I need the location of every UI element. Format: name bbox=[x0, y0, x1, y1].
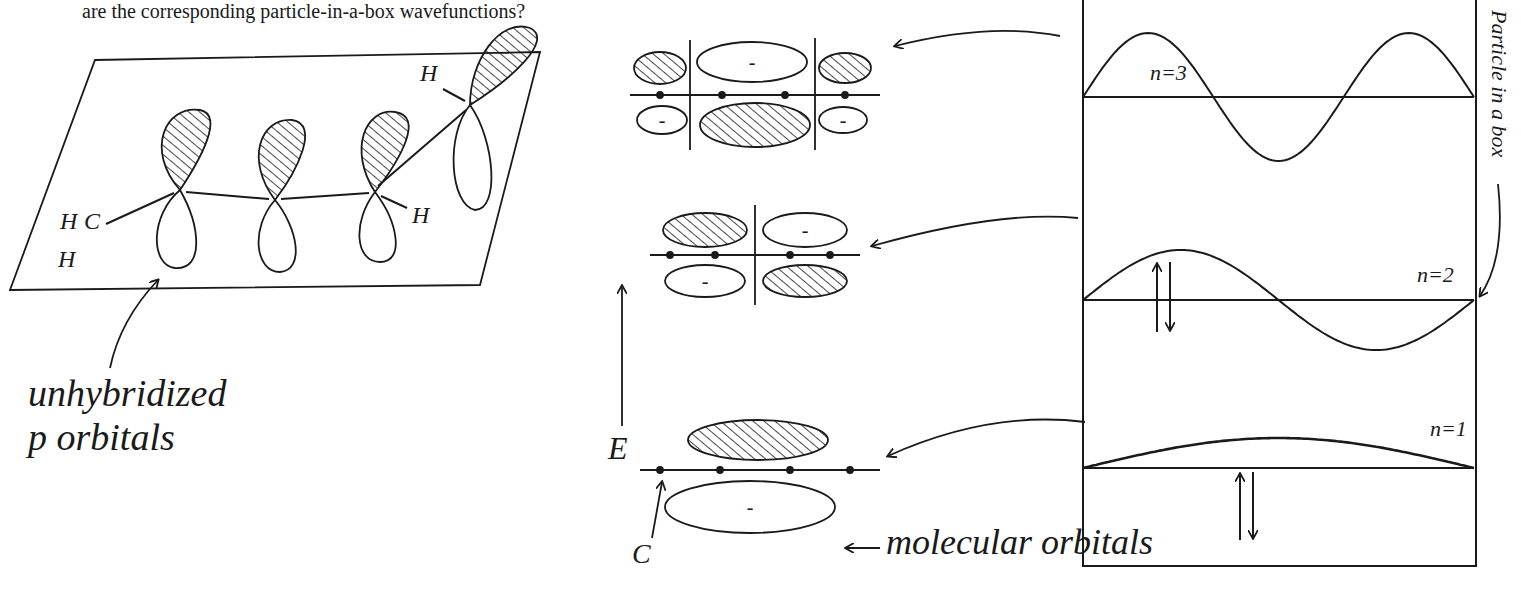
mo-bonding bbox=[688, 420, 828, 460]
molecule-bonds bbox=[378, 110, 466, 186]
quantum-number: n=1 bbox=[1430, 416, 1467, 441]
mo-bonding bbox=[640, 420, 880, 533]
p-orbital-lobes bbox=[157, 27, 537, 272]
atom-label: C bbox=[632, 538, 651, 570]
particle-box: n=3 n=2 n=1 bbox=[1082, 0, 1477, 567]
mo-antibonding bbox=[719, 92, 725, 98]
phase-sign: - bbox=[659, 109, 666, 132]
mo-bonding bbox=[847, 467, 853, 473]
mo-bonding bbox=[665, 481, 835, 533]
mo-antibonding bbox=[819, 53, 871, 83]
box-wavefunctions bbox=[1083, 250, 1474, 350]
box-title: Particle in a box bbox=[1487, 10, 1512, 157]
phase-sign: - bbox=[840, 109, 847, 132]
p-orbital-lobes bbox=[470, 27, 537, 105]
question-text: are the corresponding particle-in-a-box … bbox=[82, 0, 525, 23]
mo-note: molecular orbitals bbox=[886, 522, 1153, 563]
electron-spins bbox=[1157, 262, 1253, 540]
atom-label: H bbox=[58, 246, 75, 274]
box-wavefunctions bbox=[1083, 33, 1474, 468]
box-wavefunctions bbox=[1083, 438, 1474, 468]
atom-label: H bbox=[420, 60, 437, 88]
mo-nonbonding bbox=[763, 265, 847, 297]
atom-label: H bbox=[412, 202, 429, 230]
electron-spins bbox=[1239, 474, 1241, 540]
mo-nonbonding bbox=[665, 265, 745, 297]
leader-arrows bbox=[621, 286, 623, 426]
electron-spins bbox=[1169, 262, 1171, 330]
mo-nonbonding bbox=[650, 205, 860, 305]
p-orbital-lobes bbox=[157, 190, 196, 268]
molecule-bonds bbox=[106, 193, 174, 224]
mo-antibonding bbox=[814, 38, 816, 150]
p-orbital-lobes bbox=[259, 120, 305, 200]
mo-nonbonding bbox=[667, 252, 673, 258]
phase-sign: - bbox=[747, 496, 754, 519]
molecule-bonds bbox=[281, 193, 369, 199]
quantum-number: n=2 bbox=[1417, 262, 1454, 287]
leader-arrows bbox=[1480, 184, 1500, 296]
mo-bonding bbox=[787, 467, 793, 473]
electron-spins bbox=[1252, 472, 1254, 538]
leader-arrows bbox=[110, 31, 1500, 548]
mo-nonbonding bbox=[754, 205, 756, 305]
mo-antibonding bbox=[842, 92, 848, 98]
box-wavefunctions bbox=[1083, 467, 1474, 469]
quantum-number: n=3 bbox=[1150, 60, 1187, 85]
mo-nonbonding bbox=[827, 252, 833, 258]
phase-sign: - bbox=[749, 51, 756, 74]
leader-arrows bbox=[110, 280, 158, 368]
molecule-bonds bbox=[186, 192, 269, 199]
phase-sign: - bbox=[802, 219, 809, 242]
mo-bonding bbox=[640, 469, 880, 471]
mo-antibonding bbox=[782, 92, 788, 98]
mo-nonbonding bbox=[663, 213, 747, 247]
leader-arrows bbox=[652, 482, 662, 538]
atom-label: H bbox=[60, 208, 77, 236]
electron-spins bbox=[1156, 264, 1158, 332]
leader-arrows bbox=[846, 547, 880, 549]
molecule-bonds bbox=[381, 196, 407, 208]
leader-arrows bbox=[895, 31, 1060, 46]
mo-antibonding bbox=[634, 52, 686, 84]
molecule-bonds bbox=[443, 89, 465, 101]
mo-antibonding bbox=[819, 107, 867, 133]
energy-axis-label: E bbox=[608, 430, 628, 467]
p-orbital-lobes bbox=[162, 110, 211, 190]
leader-arrows bbox=[888, 420, 1085, 456]
phase-sign: - bbox=[702, 270, 709, 293]
mo-nonbonding bbox=[712, 252, 718, 258]
atom-label: C bbox=[84, 208, 100, 236]
mo-antibonding bbox=[657, 92, 663, 98]
molecule-plane bbox=[10, 52, 540, 290]
mo-antibonding bbox=[700, 103, 810, 147]
box-wavefunctions bbox=[1083, 96, 1474, 98]
molecule-plane bbox=[10, 52, 540, 290]
mo-antibonding bbox=[697, 42, 807, 82]
box-wavefunctions bbox=[1083, 33, 1474, 161]
p-orbital-lobes bbox=[359, 192, 395, 262]
mo-antibonding bbox=[630, 38, 880, 150]
mo-antibonding bbox=[637, 106, 687, 134]
mo-nonbonding bbox=[763, 213, 847, 247]
mo-bonding bbox=[657, 467, 663, 473]
mo-antibonding bbox=[689, 40, 691, 150]
orbital-note: unhybridized p orbitals bbox=[28, 372, 243, 459]
leader-arrows bbox=[872, 217, 1078, 246]
p-orbital-lobes bbox=[259, 200, 296, 272]
mo-bonding bbox=[717, 467, 723, 473]
p-orbital-lobes bbox=[454, 105, 492, 210]
mo-nonbonding bbox=[787, 252, 793, 258]
